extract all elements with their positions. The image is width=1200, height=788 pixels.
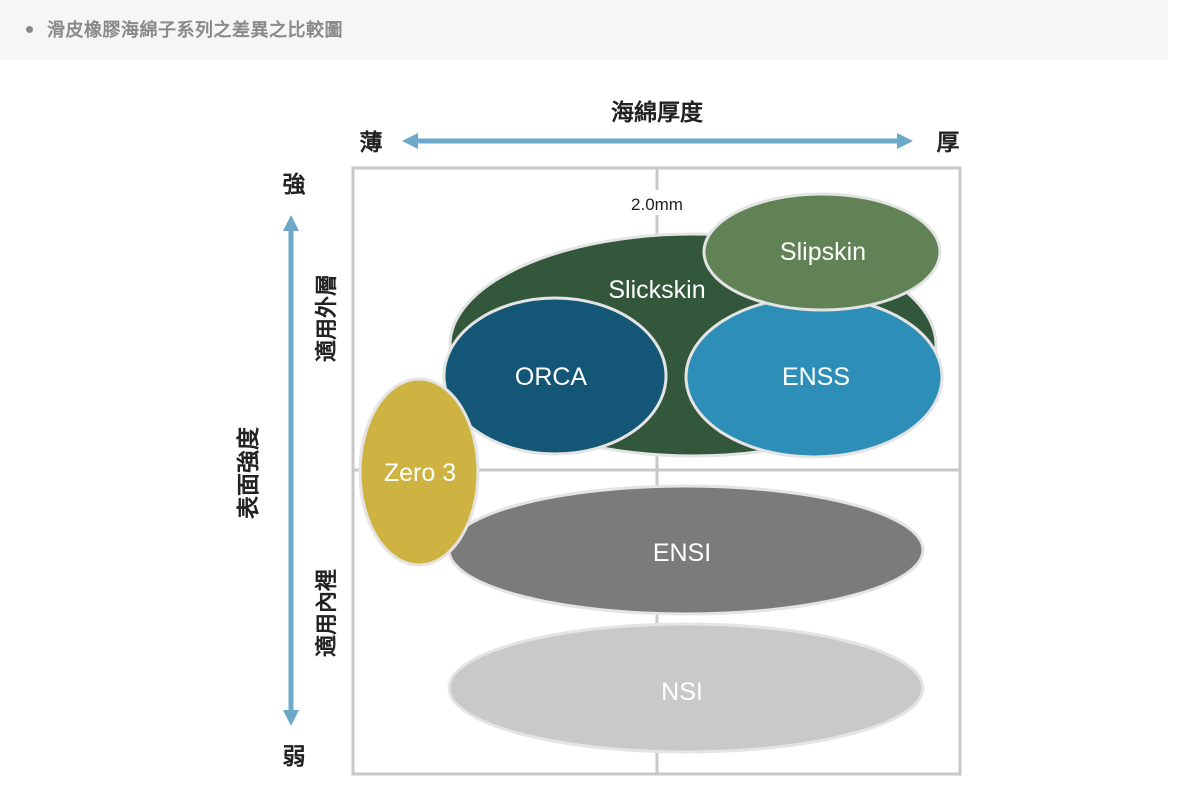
product-enss: ENSS bbox=[684, 295, 944, 459]
section-header: 滑皮橡膠海綿子系列之差異之比較圖 bbox=[0, 0, 1168, 60]
enss-label: ENSS bbox=[782, 363, 850, 391]
product-nsi: NSI bbox=[447, 622, 925, 754]
bullet-icon bbox=[26, 25, 33, 33]
product-ensi: ENSI bbox=[447, 484, 925, 616]
x-axis-min-label: 薄 bbox=[360, 129, 383, 155]
orca-label: ORCA bbox=[515, 363, 588, 391]
ensi-label: ENSI bbox=[653, 539, 711, 567]
section-title: 滑皮橡膠海綿子系列之差異之比較圖 bbox=[47, 20, 343, 40]
y-axis-min-label: 弱 bbox=[283, 743, 306, 769]
nsi-label: NSI bbox=[661, 678, 703, 706]
y-axis-max-label: 強 bbox=[283, 171, 306, 197]
slickskin-label: Slickskin bbox=[608, 276, 705, 304]
x-axis-title: 海綿厚度 bbox=[611, 99, 704, 125]
upper-zone-label: 適用外層 bbox=[314, 274, 339, 362]
slipskin-label: Slipskin bbox=[780, 238, 866, 266]
x-axis-max-label: 厚 bbox=[937, 129, 960, 155]
lower-zone-label: 適用內裡 bbox=[314, 569, 339, 657]
y-axis-title: 表面強度 bbox=[235, 426, 261, 519]
center-mark-label: 2.0mm bbox=[631, 195, 683, 214]
zero3-label: Zero 3 bbox=[384, 459, 456, 487]
product-orca: ORCA bbox=[442, 296, 668, 456]
product-slipskin: Slipskin bbox=[702, 192, 942, 312]
zero3-ellipse bbox=[358, 377, 480, 567]
slipskin-ellipse bbox=[702, 192, 942, 312]
section-heading: 滑皮橡膠海綿子系列之差異之比較圖 bbox=[26, 14, 343, 44]
orca-ellipse bbox=[442, 296, 668, 456]
product-zero3: Zero 3 bbox=[358, 377, 480, 567]
nsi-ellipse bbox=[447, 622, 925, 754]
